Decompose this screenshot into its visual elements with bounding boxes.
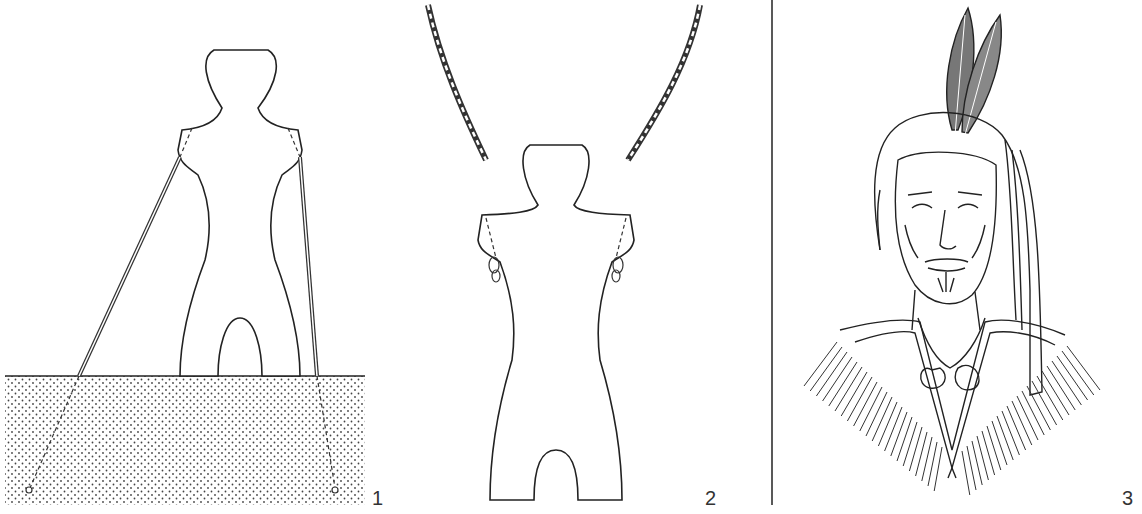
figure-number: 2: [705, 488, 716, 508]
figure-number: 3: [1122, 488, 1133, 508]
figurine-outline: [478, 145, 634, 500]
fringe: [804, 342, 1100, 495]
stick: [26, 128, 338, 493]
separator: [771, 0, 773, 505]
figure-number: 1: [372, 488, 383, 508]
rope: [428, 5, 700, 160]
figurine-outline: [178, 50, 302, 376]
portrait: [840, 8, 1065, 478]
ground: [5, 376, 365, 505]
rope-knot: [486, 218, 626, 282]
